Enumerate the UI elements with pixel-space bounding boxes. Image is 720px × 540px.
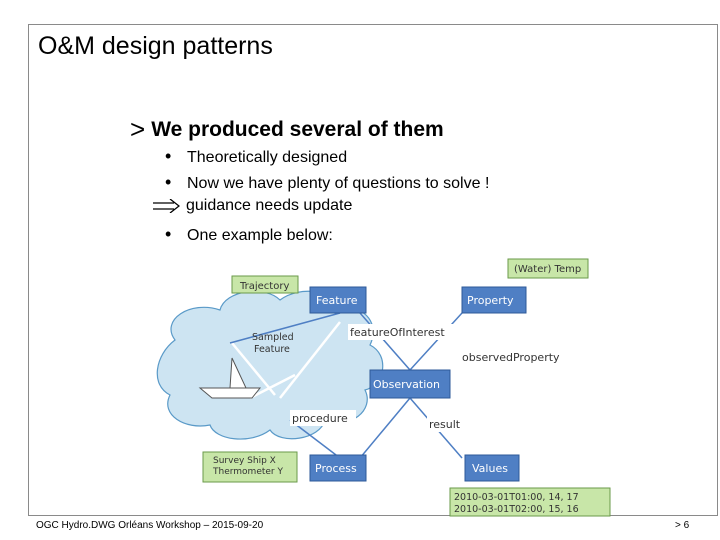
bullet-dot-icon: • <box>165 146 172 166</box>
bullet-2-text: Now we have plenty of questions to solve… <box>187 175 490 192</box>
heading-marker: > <box>130 114 146 144</box>
main-heading: >We produced several of them <box>130 112 444 144</box>
slide-frame <box>28 24 718 516</box>
node-process <box>309 454 367 482</box>
heading-text: We produced several of them <box>151 118 444 141</box>
trajectory-note-text: Trajectory <box>239 281 289 292</box>
edge-label-bg <box>348 324 462 340</box>
node-process-label: Process <box>315 462 357 475</box>
edge-result: result <box>429 418 461 431</box>
sampled-feature-line-1: Sampled <box>252 332 294 343</box>
om-diagram: Trajectory (Water) Temp Survey Ship X Th… <box>156 258 611 517</box>
node-property-label: Property <box>467 294 514 307</box>
node-feature <box>309 286 367 314</box>
survey-ship-line-2: Thermometer Y <box>212 467 283 477</box>
bullet-2: • Now we have plenty of questions to solv… <box>165 172 489 193</box>
slide-footer: OGC Hydro.DWG Orléans Workshop – 2015-09… <box>36 520 264 531</box>
node-observation-label: Observation <box>373 378 440 391</box>
survey-ship-line-1: Survey Ship X <box>213 456 276 466</box>
bullet-1: • Theoretically designed <box>165 146 347 167</box>
edge-label-bg <box>460 349 574 365</box>
trajectory-note <box>231 275 299 294</box>
edge-procedure: procedure <box>292 412 348 425</box>
water-temp-note-text: (Water) Temp <box>514 264 581 275</box>
water-temp-note <box>507 258 589 279</box>
implies-arrow-icon <box>153 198 181 214</box>
implication-text: guidance needs update <box>186 197 353 214</box>
sampled-feature-line-2: Feature <box>254 344 290 355</box>
edge-observed-property: observedProperty <box>462 351 560 364</box>
values-line-2: 2010-03-01T02:00, 15, 16 <box>454 504 579 515</box>
bullet-3-text: One example below: <box>187 227 333 244</box>
edge-label-bg <box>290 410 356 426</box>
node-property <box>461 286 527 314</box>
ship-sail <box>229 357 247 389</box>
sampling-arrows <box>231 321 341 400</box>
node-values <box>464 454 520 482</box>
node-observation <box>369 369 451 399</box>
slide-title: O&M design patterns <box>38 32 273 60</box>
edge-feature-of-interest: featureOfInterest <box>350 326 445 339</box>
bullet-dot-icon: • <box>165 172 172 192</box>
values-note <box>449 487 611 517</box>
page-number: > 6 <box>675 520 690 531</box>
bullet-dot-icon: • <box>165 224 172 244</box>
implication-line: guidance needs update <box>152 197 352 215</box>
node-feature-label: Feature <box>316 294 358 307</box>
bullet-3: • One example below: <box>165 224 333 245</box>
edge-label-bg <box>427 416 469 432</box>
bullet-1-text: Theoretically designed <box>187 149 348 166</box>
node-values-label: Values <box>472 462 508 475</box>
survey-ship-note <box>202 451 298 483</box>
values-line-1: 2010-03-01T01:00, 14, 17 <box>454 492 579 503</box>
